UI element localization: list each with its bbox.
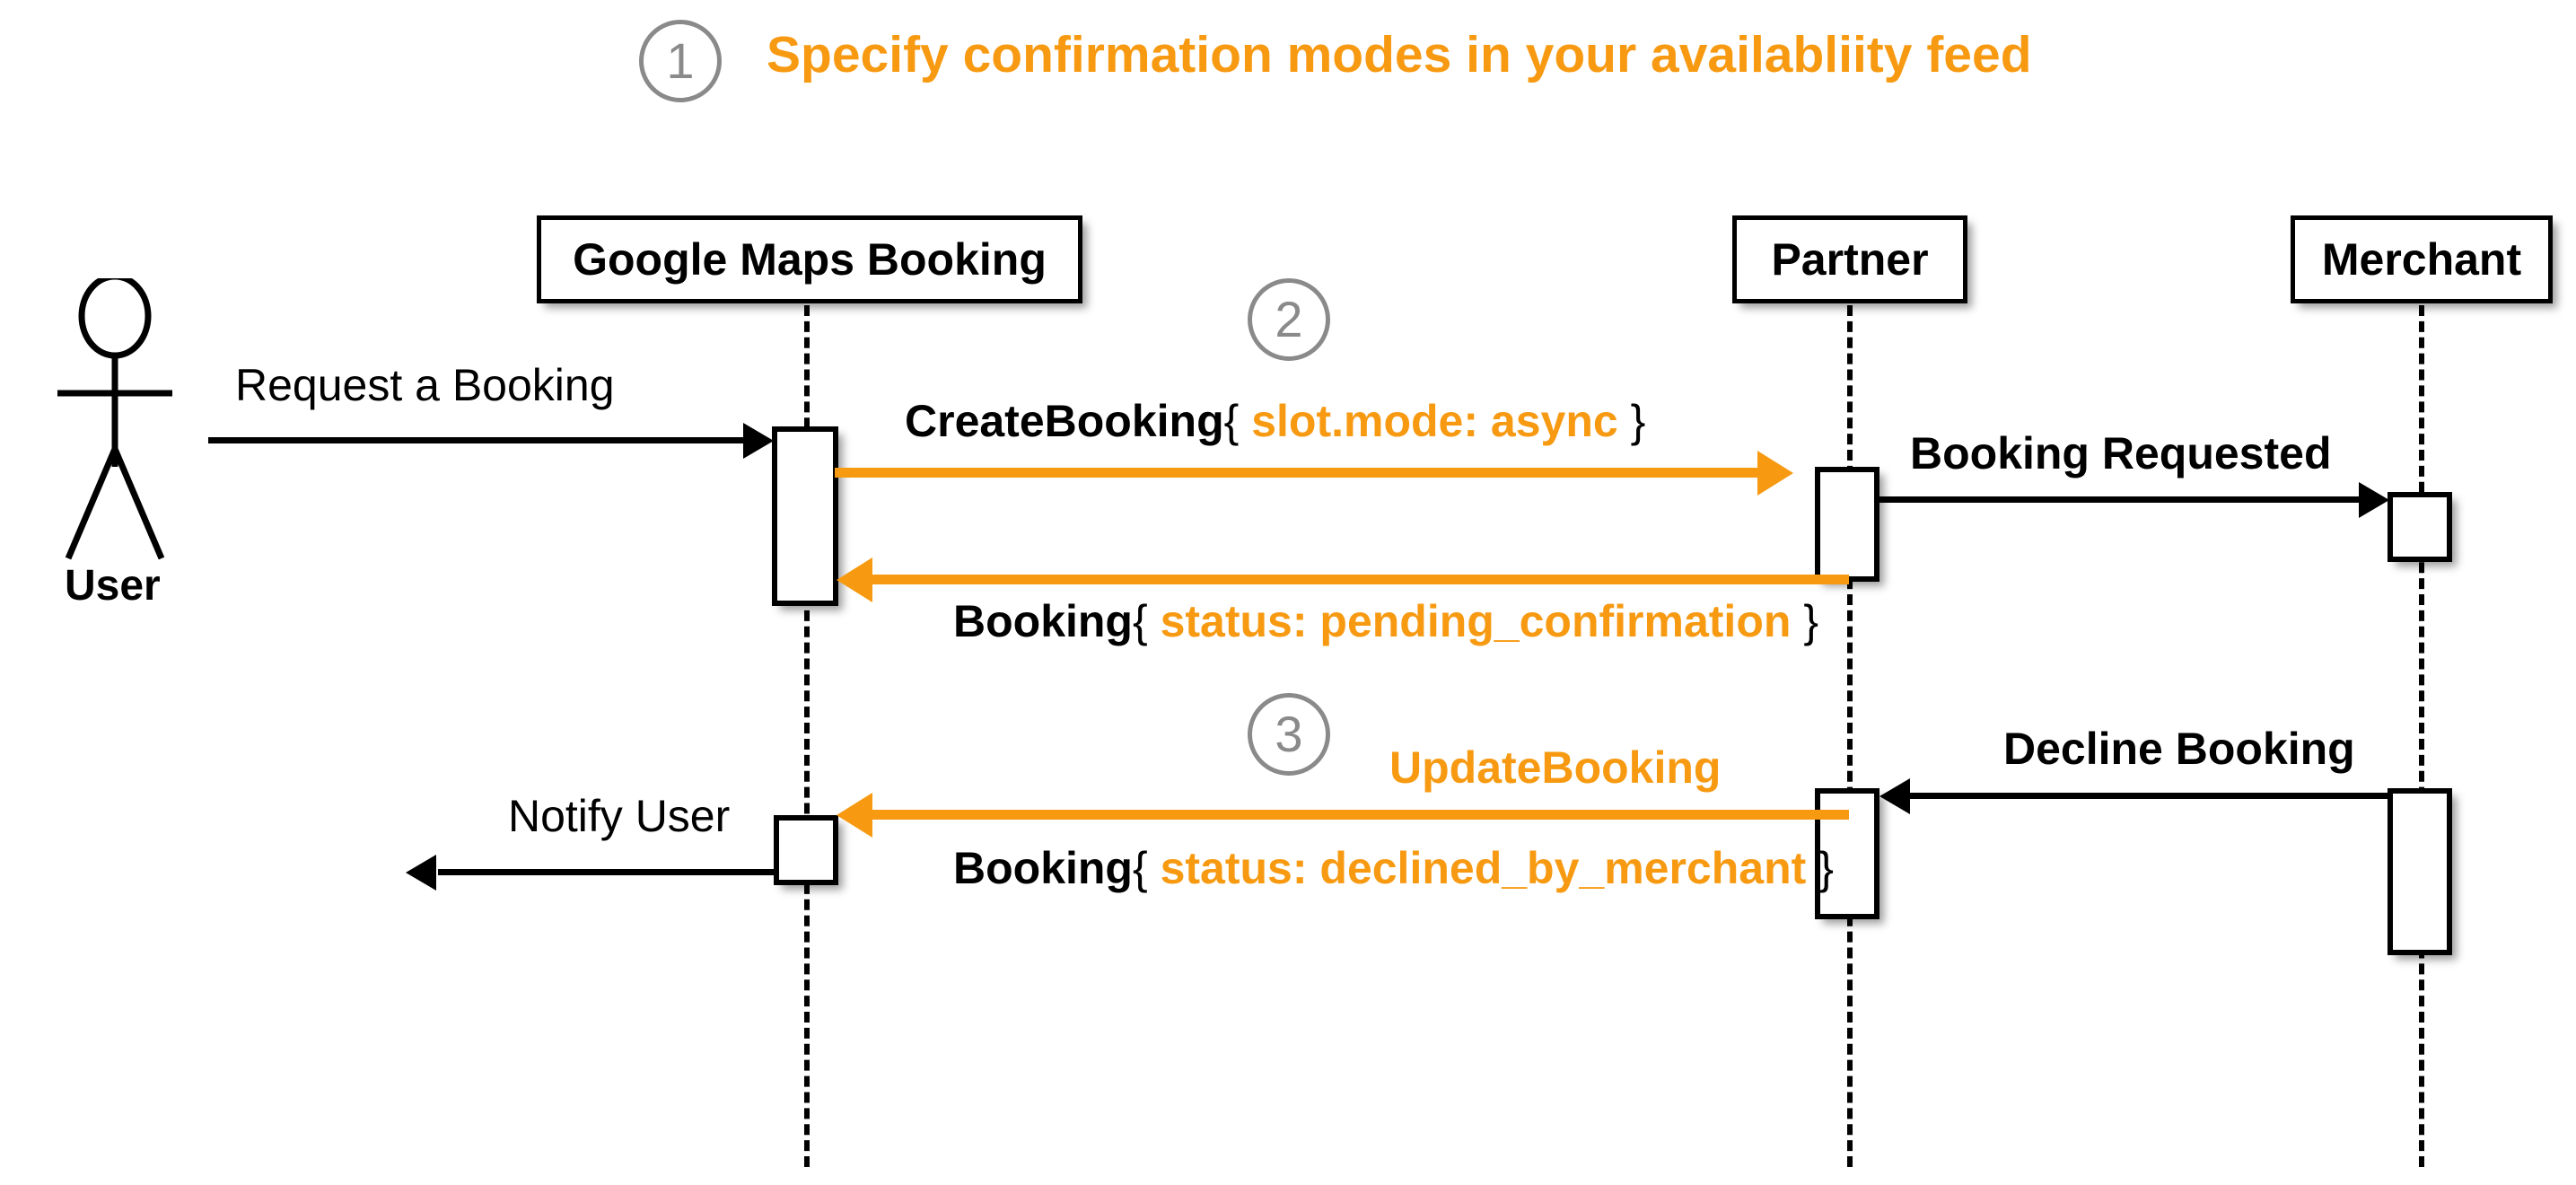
message-label-create-booking-value: slot.mode: async: [1251, 396, 1618, 446]
message-label-booking-pending-confirmation-prefix: Booking: [953, 596, 1133, 646]
message-label-decline-booking: Decline Booking: [2003, 724, 2355, 774]
activation-partner-1: [1815, 467, 1879, 582]
user-actor-figure: [57, 278, 172, 560]
lifeline-header-google-maps-booking-label: Google Maps Booking: [573, 234, 1047, 285]
step-marker-1-number: 1: [666, 32, 695, 89]
activation-google-maps-booking-1: [772, 426, 838, 606]
message-arrowhead-decline-booking: [1879, 778, 1910, 814]
message-arrowhead-notify-user: [406, 855, 436, 891]
message-label-create-booking-brace-open: {: [1223, 396, 1240, 446]
lifeline-google-maps-booking: [804, 305, 810, 1167]
step-marker-2-number: 2: [1275, 291, 1303, 347]
lifeline-merchant: [2419, 305, 2424, 1167]
diagram-title: Specify confirmation modes in your avail…: [767, 26, 2032, 83]
message-arrowhead-update-booking: [837, 793, 872, 838]
lifeline-header-partner[interactable]: Partner: [1732, 215, 1967, 303]
message-label-update-booking: UpdateBooking: [1389, 742, 1722, 793]
message-line-notify-user: [438, 869, 777, 875]
message-line-decline-booking: [1910, 793, 2391, 799]
step-marker-2: 2: [1248, 278, 1330, 361]
message-label-booking-pending-confirmation: Booking{ status: pending_confirmation }: [953, 595, 1818, 647]
message-label-booking-declined-by-merchant: Booking{ status: declined_by_merchant }: [953, 842, 1834, 894]
message-line-booking-requested: [1876, 496, 2375, 503]
activation-merchant-1: [2388, 492, 2452, 562]
message-label-booking-requested: Booking Requested: [1910, 428, 2332, 478]
message-label-booking-declined-by-merchant-prefix: Booking: [953, 843, 1133, 893]
message-label-create-booking-brace-close: }: [1630, 396, 1646, 446]
activation-merchant-2: [2388, 788, 2452, 955]
message-label-booking-declined-by-merchant-brace-close: }: [1818, 843, 1834, 893]
message-arrowhead-request-a-booking: [743, 423, 774, 459]
message-line-booking-pending-confirmation: [872, 575, 1849, 584]
lifeline-header-google-maps-booking[interactable]: Google Maps Booking: [537, 215, 1082, 303]
message-label-booking-declined-by-merchant-value: status: declined_by_merchant: [1160, 843, 1807, 893]
message-line-update-booking: [872, 810, 1849, 820]
lifeline-partner: [1847, 305, 1853, 1167]
message-label-booking-pending-confirmation-brace-close: }: [1803, 596, 1819, 646]
message-label-booking-pending-confirmation-brace-open: {: [1132, 596, 1148, 646]
message-label-create-booking: CreateBooking{ slot.mode: async }: [905, 395, 1645, 447]
step-marker-3: 3: [1248, 693, 1330, 776]
message-label-request-a-booking: Request a Booking: [235, 360, 615, 410]
lifeline-header-partner-label: Partner: [1771, 234, 1929, 285]
step-marker-3-number: 3: [1275, 706, 1303, 762]
message-label-booking-declined-by-merchant-brace-open: {: [1132, 843, 1148, 893]
activation-google-maps-booking-2: [774, 815, 838, 885]
message-label-notify-user: Notify User: [508, 791, 731, 841]
message-arrowhead-booking-requested: [2359, 482, 2389, 518]
lifeline-header-merchant-label: Merchant: [2321, 234, 2522, 285]
message-line-request-a-booking: [208, 437, 747, 443]
user-actor-label: User: [65, 562, 161, 610]
step-marker-1: 1: [639, 20, 722, 102]
message-line-create-booking: [835, 468, 1759, 478]
message-arrowhead-booking-pending-confirmation: [837, 557, 872, 602]
message-label-booking-pending-confirmation-value: status: pending_confirmation: [1160, 596, 1792, 646]
message-arrowhead-create-booking: [1757, 451, 1793, 496]
message-label-create-booking-prefix: CreateBooking: [905, 396, 1224, 446]
lifeline-header-merchant[interactable]: Merchant: [2291, 215, 2553, 303]
